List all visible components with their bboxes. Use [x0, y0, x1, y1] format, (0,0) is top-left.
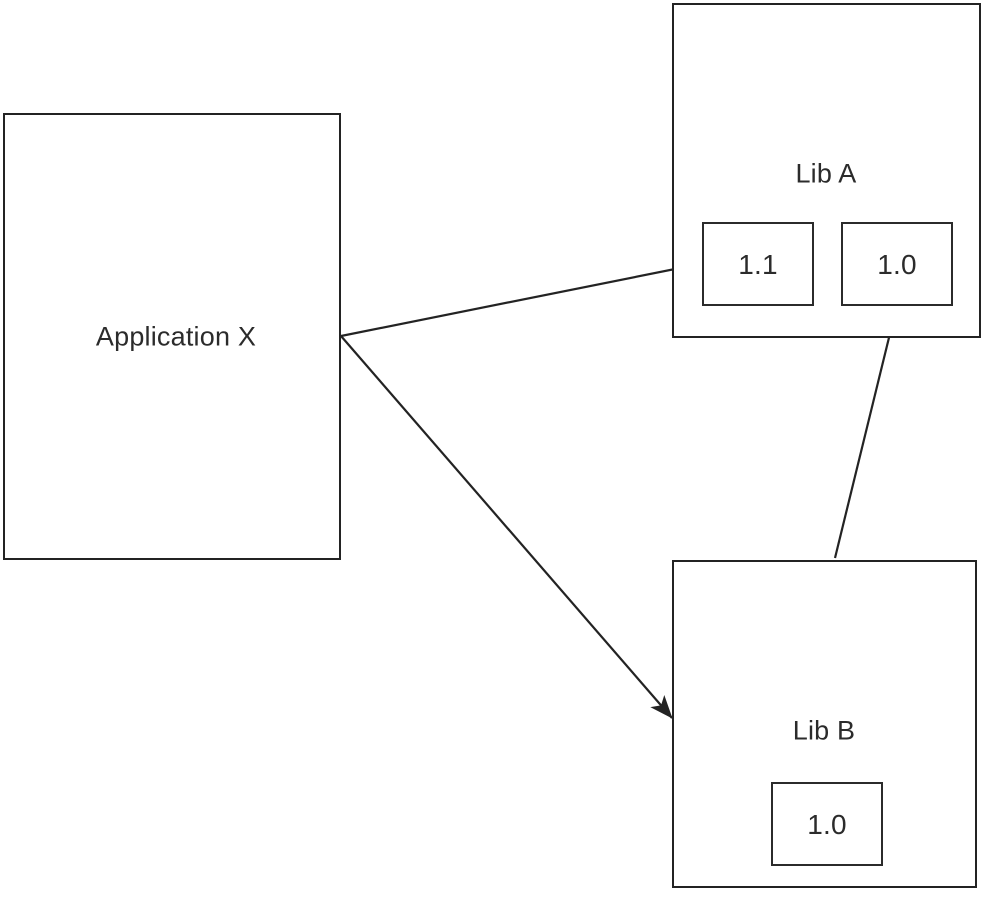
- node-lib-b[interactable]: [672, 560, 977, 888]
- lib-b-version-box-1-0[interactable]: [771, 782, 883, 866]
- lib-a-version-box-1-0[interactable]: [841, 222, 953, 306]
- lib-b-version-label-1-0: 1.0: [807, 809, 847, 840]
- node-lib-a-label: Lib A: [795, 158, 857, 189]
- node-lib-b-label: Lib B: [792, 715, 856, 746]
- lib-a-version-box-1-1[interactable]: [702, 222, 814, 306]
- node-application-x[interactable]: [3, 113, 341, 560]
- node-application-x-label: Application X: [95, 321, 257, 352]
- edge-lib-b-to-lib-a-version-1-0: [833, 308, 900, 559]
- edge-application-to-lib-a: [340, 259, 701, 338]
- lib-a-version-label-1-1: 1.1: [738, 249, 778, 280]
- lib-a-version-label-1-0: 1.0: [877, 249, 917, 280]
- edge-application-to-lib-b: [340, 335, 673, 719]
